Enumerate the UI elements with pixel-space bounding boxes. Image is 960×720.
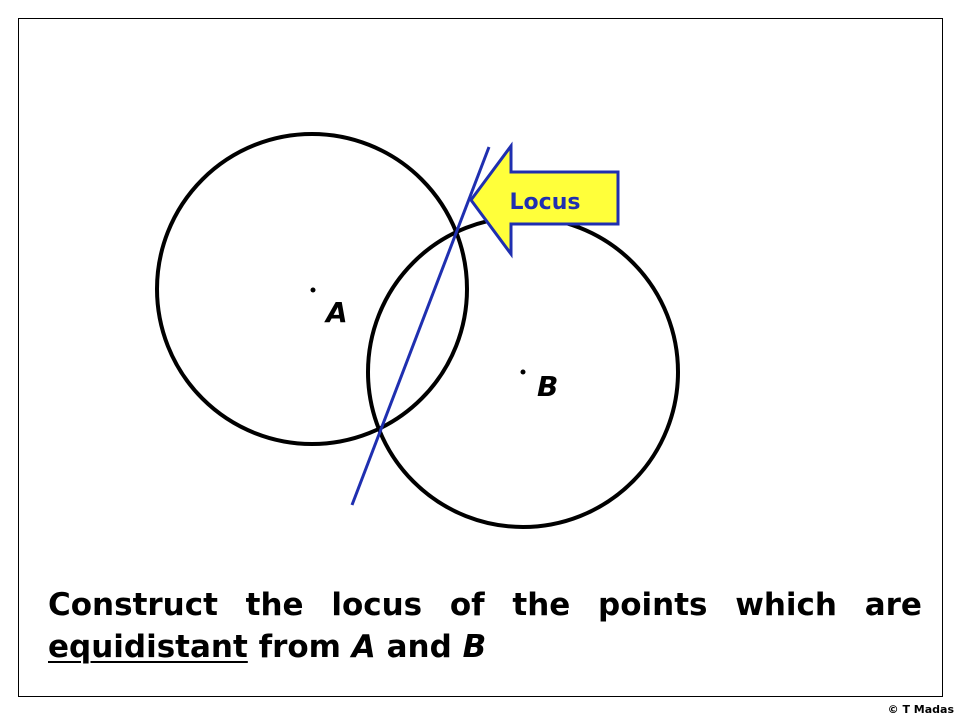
point-b-label: B: [537, 370, 558, 403]
locus-line: [350, 146, 491, 506]
caption-line-1: Construct the locus of the points which …: [48, 584, 922, 626]
caption-point-a: A: [351, 629, 376, 665]
caption-word: the: [512, 587, 571, 623]
caption-line-2: equidistant from A and B: [48, 626, 922, 668]
caption-word: points: [598, 587, 708, 623]
caption-word: which: [735, 587, 837, 623]
caption-word: from: [258, 629, 341, 665]
caption-word: and: [386, 629, 452, 665]
caption-word: the: [245, 587, 304, 623]
caption-word: are: [864, 587, 922, 623]
circle-a: [155, 132, 469, 446]
caption-word: of: [449, 587, 485, 623]
point-a-label: A: [324, 296, 348, 329]
locus-arrow-label: Locus: [510, 190, 581, 215]
caption-word: locus: [331, 587, 423, 623]
caption-word: Construct: [48, 587, 218, 623]
point-a-dot: [310, 287, 316, 293]
copyright-credit: © T Madas: [887, 703, 954, 716]
point-b-dot: [520, 369, 526, 375]
caption-point-b: B: [462, 629, 487, 665]
slide-frame: [18, 18, 943, 697]
caption-underlined-word: equidistant: [48, 629, 248, 665]
locus-arrow: [469, 141, 620, 259]
instruction-caption: Construct the locus of the points which …: [48, 584, 922, 668]
